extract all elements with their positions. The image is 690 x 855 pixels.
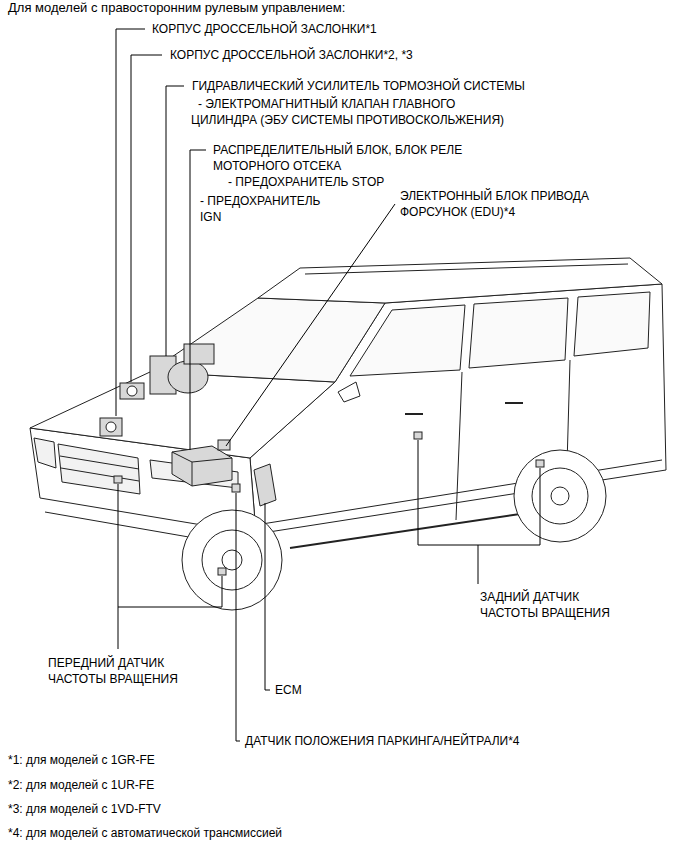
leader-lines — [116, 29, 540, 741]
part-label: ПЕРЕДНИЙ ДАТЧИК ЧАСТОТЫ ВРАЩЕНИЯ — [48, 655, 198, 687]
leader-line — [226, 204, 395, 446]
side-window — [574, 292, 650, 356]
footnote: *4: для моделей с автоматической трансми… — [8, 825, 282, 841]
leader-line — [166, 86, 184, 356]
speed-sensor — [218, 568, 226, 575]
door-handle — [405, 403, 523, 414]
leader-line — [478, 545, 479, 584]
part-label: - ПРЕДОХРАНИТЕЛЬ STOP — [228, 174, 384, 190]
part-label: КОРПУС ДРОССЕЛЬНОЙ ЗАСЛОНКИ*2, *3 — [170, 47, 413, 63]
part-label: ЭЛЕКТРОННЫЙ БЛОК ПРИВОДА ФОРСУНОК (EDU)*… — [400, 188, 630, 220]
park-neutral-switch — [232, 484, 240, 492]
throttle-body — [120, 383, 144, 399]
part-label: РАСПРЕДЕЛИТЕЛЬНЫЙ БЛОК, БЛОК РЕЛЕ МОТОРН… — [213, 142, 513, 174]
front-hub — [222, 550, 242, 570]
door-line — [456, 372, 462, 520]
leader-line — [265, 503, 270, 690]
side-window — [469, 298, 568, 368]
leader-line — [118, 607, 119, 649]
front-rim — [202, 530, 262, 590]
relay-block-edge — [172, 452, 232, 486]
front-wheel — [182, 510, 282, 610]
leader-bracket — [118, 484, 222, 607]
speed-sensor — [414, 432, 422, 439]
footnote: *2: для моделей с 1UR-FE — [8, 777, 154, 793]
throttle-bore — [106, 422, 116, 432]
relay-block — [172, 446, 232, 486]
speed-sensor — [536, 460, 544, 467]
throttle-bore — [127, 386, 137, 396]
speed-sensor — [114, 476, 122, 483]
ecm-unit — [254, 464, 276, 506]
vehicle-body — [30, 258, 666, 548]
grille-bars — [60, 456, 139, 481]
part-label: КОРПУС ДРОССЕЛЬНОЙ ЗАСЛОНКИ*1 — [152, 21, 377, 37]
brake-booster — [168, 361, 208, 393]
rear-wheel — [514, 450, 606, 542]
throttle-body — [100, 418, 122, 436]
leader-line — [131, 55, 162, 382]
headlight — [34, 438, 56, 468]
title: Для моделей с правосторонним рулевым упр… — [8, 0, 345, 16]
roof-rail — [305, 264, 628, 274]
running-board — [290, 514, 520, 548]
part-label: ЗАДНИЙ ДАТЧИК ЧАСТОТЫ ВРАЩЕНИЯ — [480, 589, 630, 621]
part-label: ECM — [275, 682, 302, 698]
leader-line — [236, 493, 240, 741]
rear-hub — [551, 487, 569, 505]
master-cylinder — [184, 344, 214, 364]
mirror — [338, 382, 360, 402]
footnote: *3: для моделей с 1VD-FTV — [8, 801, 161, 817]
leader-bracket — [418, 440, 540, 545]
part-label: ДАТЧИК ПОЛОЖЕНИЯ ПАРКИНГА/НЕЙТРАЛИ*4 — [245, 733, 520, 749]
edu-unit — [218, 440, 230, 450]
components — [100, 344, 544, 575]
part-label: - ЭЛЕКТРОМАГНИТНЫЙ КЛАПАН ГЛАВНОГО ЦИЛИН… — [191, 96, 513, 128]
footnote: *1: для моделей с 1GR-FE — [8, 752, 155, 768]
grille — [58, 444, 140, 494]
side-window — [350, 305, 465, 376]
part-label: - ПРЕДОХРАНИТЕЛЬ IGN — [200, 193, 340, 225]
part-label: ГИДРАВЛИЧЕСКИЙ УСИЛИТЕЛЬ ТОРМОЗНОЙ СИСТЕ… — [192, 78, 525, 94]
wheels — [182, 450, 606, 610]
